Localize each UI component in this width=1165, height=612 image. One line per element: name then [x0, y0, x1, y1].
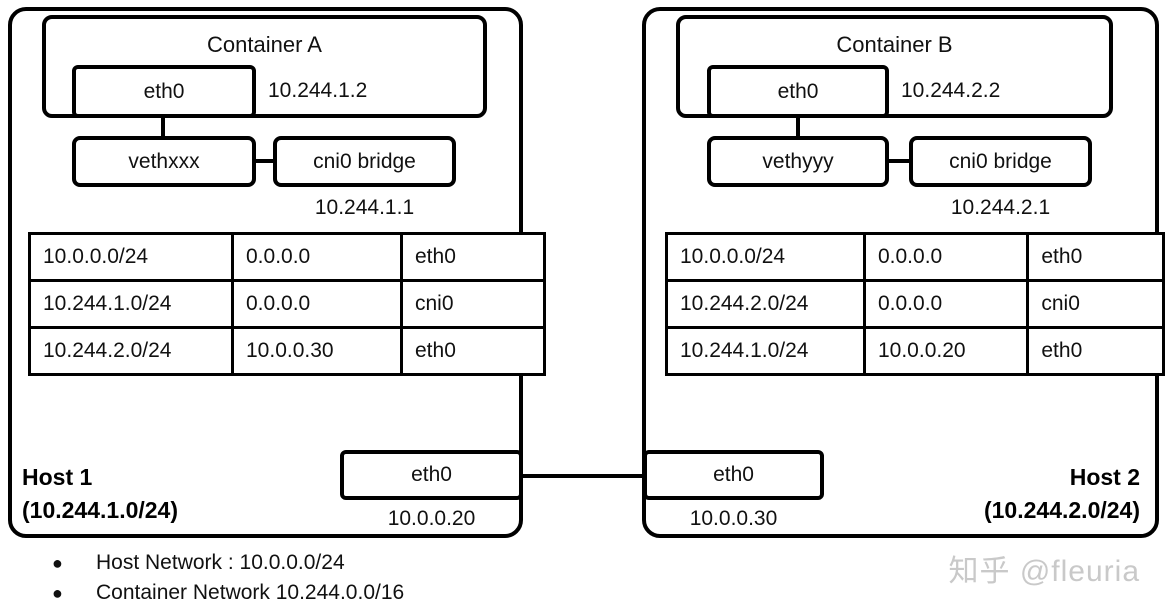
route-cell: 0.0.0.0: [862, 232, 1030, 282]
note-text: Host Network : 10.0.0.0/24: [96, 551, 345, 574]
route-cell: 10.244.2.0/24: [28, 326, 234, 376]
route-cell: eth0: [1026, 326, 1165, 376]
host2-bridge-label: cni0 bridge: [949, 149, 1052, 173]
route-cell: 0.0.0.0: [231, 232, 403, 282]
route-cell: 10.0.0.20: [862, 326, 1030, 376]
host2-eth0-label: eth0: [713, 463, 754, 486]
route-cell: eth0: [400, 326, 546, 376]
bullet-icon: ●: [52, 552, 63, 573]
host2-veth-eth0-connector: [796, 116, 800, 137]
host2-container-eth0-label: eth0: [777, 79, 819, 103]
host2-bridge-ip: 10.244.2.1: [950, 196, 1051, 219]
route-cell: cni0: [400, 279, 546, 329]
host1-veth-eth0-connector: [161, 116, 165, 137]
table-row: 10.244.2.0/24 0.0.0.0 cni0: [665, 279, 1165, 329]
table-row: 10.0.0.0/24 0.0.0.0 eth0: [28, 232, 546, 282]
host2-veth-box: vethyyy: [707, 136, 889, 187]
route-cell: 10.244.2.0/24: [665, 279, 866, 329]
host1-cidr: (10.244.1.0/24): [22, 497, 179, 523]
host2-veth-bridge-connector: [889, 159, 909, 163]
route-cell: 0.0.0.0: [231, 279, 403, 329]
route-cell: eth0: [400, 232, 546, 282]
host2-container-eth0-box: eth0: [707, 65, 889, 118]
table-row: 10.244.1.0/24 10.0.0.20 eth0: [665, 326, 1165, 376]
table-row: 10.0.0.0/24 0.0.0.0 eth0: [665, 232, 1165, 282]
route-cell: 10.0.0.30: [231, 326, 403, 376]
host1-container-ip: 10.244.1.2: [268, 79, 368, 102]
host1-name: Host 1: [22, 464, 93, 490]
host1-label: Host 1 (10.244.1.0/24): [22, 461, 322, 527]
route-cell: 0.0.0.0: [862, 279, 1030, 329]
host-link-line: [521, 474, 645, 478]
host1-veth-label: vethxxx: [128, 149, 200, 173]
host2-container-title: Container B: [836, 32, 953, 57]
host2-cidr: (10.244.2.0/24): [983, 497, 1140, 523]
route-cell: 10.244.1.0/24: [28, 279, 234, 329]
note-text: Container Network 10.244.0.0/16: [96, 581, 405, 604]
host1-bridge-box: cni0 bridge: [273, 136, 456, 187]
host1-eth0-label: eth0: [411, 463, 452, 486]
route-cell: 10.0.0.0/24: [665, 232, 866, 282]
host1-bridge-ip: 10.244.1.1: [314, 196, 415, 219]
host2-name: Host 2: [1069, 464, 1140, 490]
host1-eth0-ip: 10.0.0.20: [387, 507, 476, 530]
host1-route-table: 10.0.0.0/24 0.0.0.0 eth0 10.244.1.0/24 0…: [28, 232, 546, 376]
host1-container-eth0-box: eth0: [72, 65, 256, 118]
host1-bridge-label: cni0 bridge: [313, 149, 416, 173]
host1-eth0-box: eth0: [340, 450, 523, 500]
route-cell: 10.0.0.0/24: [28, 232, 234, 282]
host2-container-ip: 10.244.2.2: [901, 79, 1001, 102]
host2-bridge-box: cni0 bridge: [909, 136, 1092, 187]
route-cell: cni0: [1026, 279, 1165, 329]
watermark: 知乎 @fleuria: [948, 555, 1140, 588]
host2-veth-label: vethyyy: [762, 149, 834, 173]
table-row: 10.244.2.0/24 10.0.0.30 eth0: [28, 326, 546, 376]
host2-route-table: 10.0.0.0/24 0.0.0.0 eth0 10.244.2.0/24 0…: [665, 232, 1165, 376]
host1-container-eth0-label: eth0: [143, 79, 185, 103]
host2-eth0-box: eth0: [643, 450, 824, 500]
host1-container-title: Container A: [207, 32, 322, 57]
bullet-icon: ●: [52, 582, 63, 603]
table-row: 10.244.1.0/24 0.0.0.0 cni0: [28, 279, 546, 329]
host2-label: Host 2 (10.244.2.0/24): [840, 461, 1140, 527]
route-cell: eth0: [1026, 232, 1165, 282]
route-cell: 10.244.1.0/24: [665, 326, 866, 376]
host1-veth-bridge-connector: [255, 159, 274, 163]
note-container-network: ● Container Network 10.244.0.0/16: [48, 580, 548, 606]
host1-veth-box: vethxxx: [72, 136, 256, 187]
note-host-network: ● Host Network : 10.0.0.0/24: [48, 550, 548, 576]
host2-eth0-ip: 10.0.0.30: [689, 507, 778, 530]
